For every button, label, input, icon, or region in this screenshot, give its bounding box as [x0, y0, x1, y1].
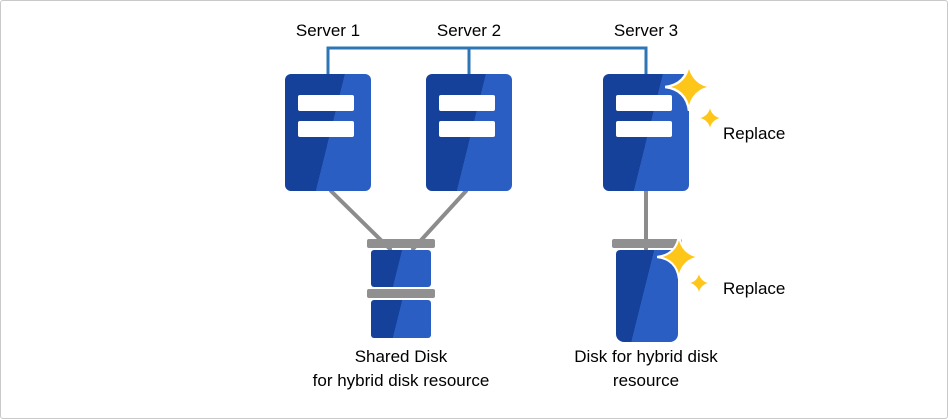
- server1-icon: [285, 74, 371, 191]
- shared-disk-caption: Shared Disk for hybrid disk resource: [261, 345, 541, 393]
- shared-disk-caption-line1: Shared Disk: [354, 347, 448, 366]
- sparkle-icon: [657, 235, 701, 279]
- sparkle-icon: [697, 105, 723, 131]
- server2-label: Server 2: [436, 21, 502, 40]
- server3-icon: [603, 74, 689, 191]
- sparkle-icon: [665, 63, 713, 111]
- server1-label: Server 1: [295, 21, 361, 40]
- server-slot-icon: [616, 95, 672, 111]
- server-slot-icon: [298, 95, 354, 111]
- disk-cap: [612, 239, 682, 248]
- disk-icon: [612, 239, 682, 343]
- server3-label: Server 3: [613, 21, 679, 40]
- disk-unit: [371, 300, 431, 338]
- server-slot-icon: [439, 121, 495, 137]
- network-line: [326, 46, 648, 74]
- server2-icon: [426, 74, 512, 191]
- disk-unit: [616, 250, 678, 342]
- server-slot-icon: [616, 121, 672, 137]
- server-slot-icon: [439, 95, 495, 111]
- shared-disk-caption-line2: for hybrid disk resource: [312, 371, 490, 390]
- hybrid-disk-caption-line1: Disk for hybrid disk: [574, 347, 718, 366]
- sparkle-icon: [687, 271, 711, 295]
- replace-disk-label: Replace: [723, 279, 786, 298]
- server-slot-icon: [298, 121, 354, 137]
- disk-unit: [371, 250, 431, 287]
- disk-cap: [367, 289, 435, 298]
- hybrid-disk-caption-line2: resource: [612, 371, 680, 390]
- shared-disk-icon: [367, 239, 435, 339]
- replace-server-label: Replace: [723, 124, 786, 143]
- hybrid-disk-caption: Disk for hybrid disk resource: [546, 345, 746, 393]
- disk-cap: [367, 239, 435, 248]
